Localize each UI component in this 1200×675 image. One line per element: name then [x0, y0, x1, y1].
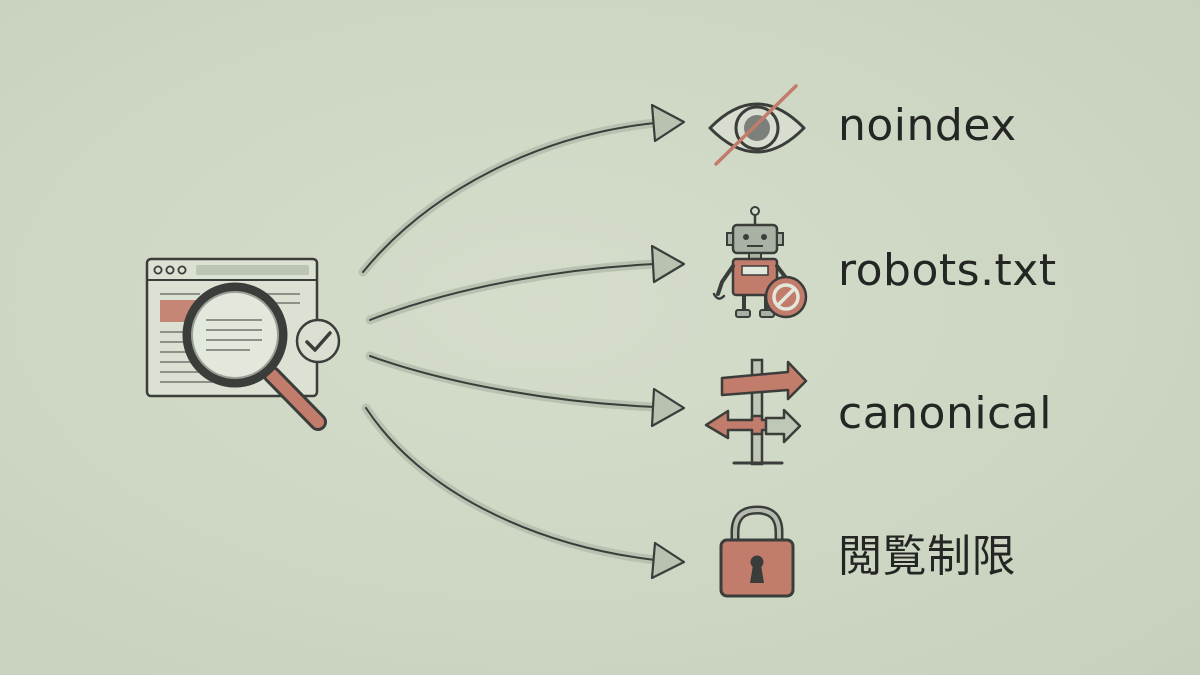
arrow-to-access-restriction	[361, 403, 686, 580]
robot-blocked-icon	[712, 206, 808, 319]
label-robots-txt: robots.txt	[838, 245, 1057, 296]
label-canonical: canonical	[838, 388, 1052, 439]
padlock-icon	[719, 505, 795, 598]
check-icon	[295, 318, 341, 364]
label-access-restriction: 閲覧制限	[838, 531, 1016, 582]
arrow-to-canonical	[365, 351, 686, 428]
eye-slash-icon	[708, 84, 806, 166]
arrow-to-robots	[365, 244, 686, 325]
signpost-icon	[704, 358, 808, 466]
label-noindex: noindex	[838, 100, 1017, 151]
magnifier-icon	[182, 282, 327, 431]
arrow-to-noindex	[358, 103, 686, 277]
